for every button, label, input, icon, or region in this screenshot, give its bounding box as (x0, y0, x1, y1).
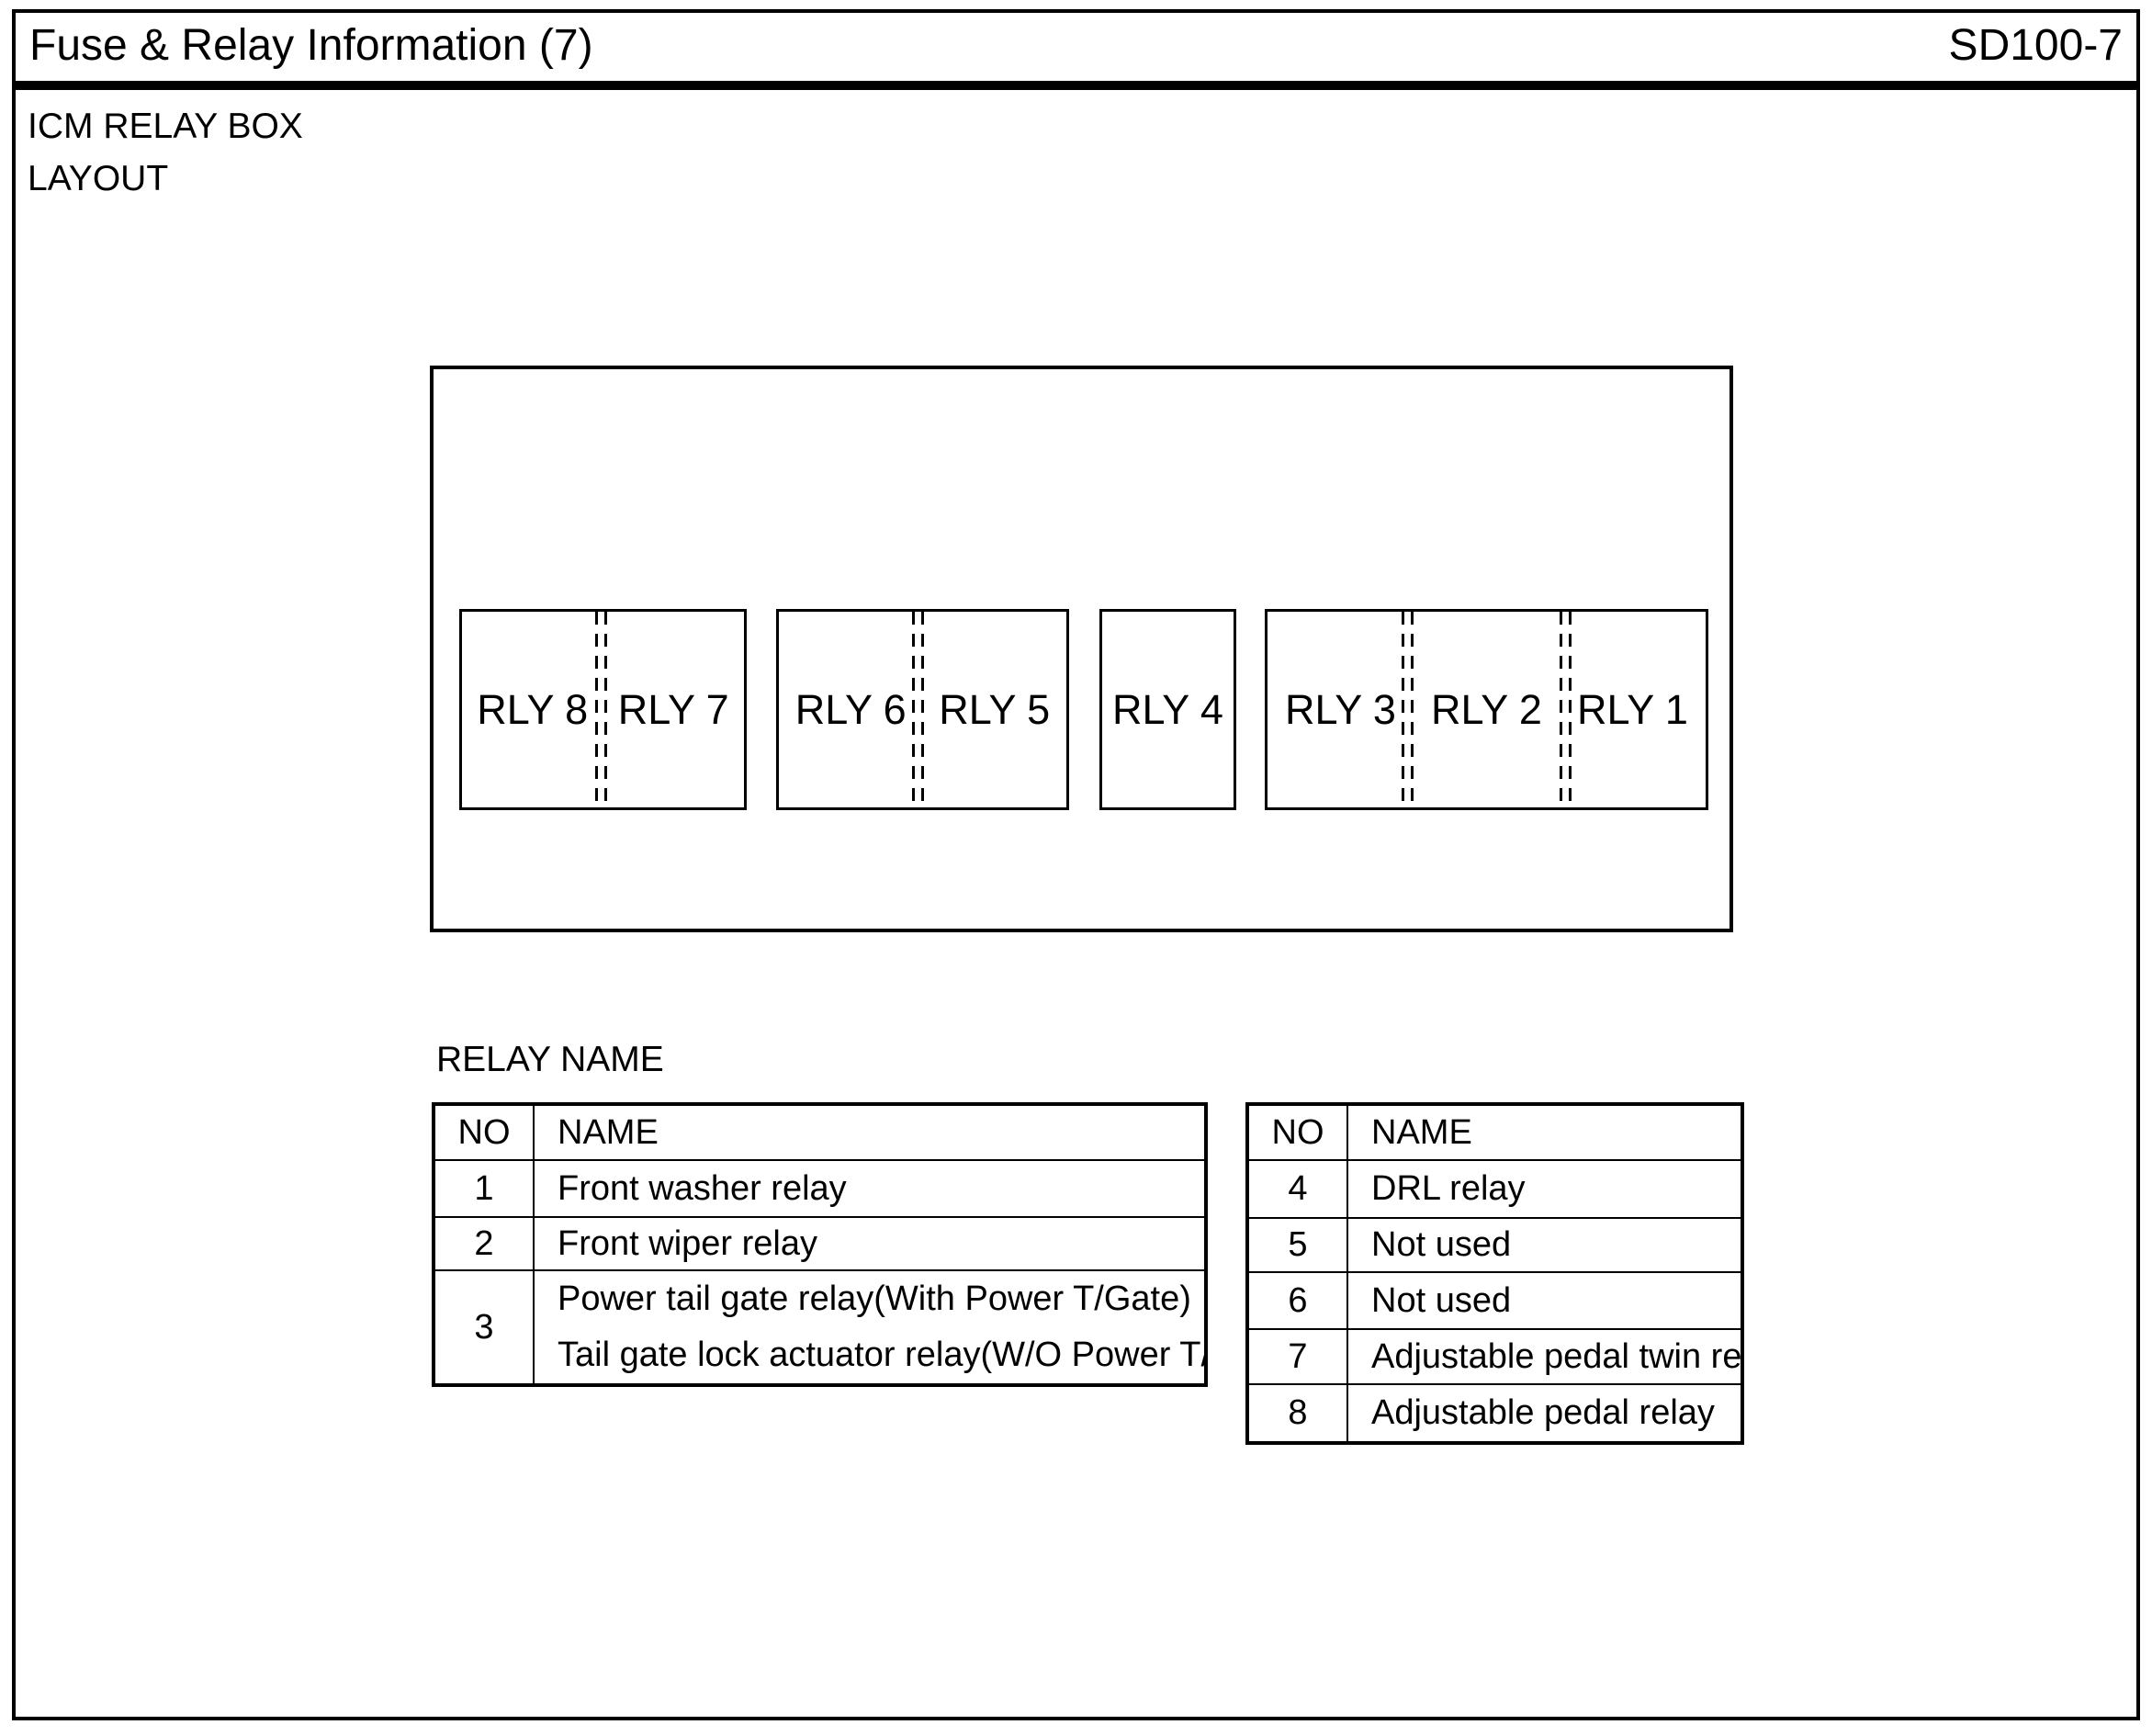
table-cell-no: 4 (1249, 1161, 1348, 1217)
relay-slot-rly3: RLY 3 (1268, 612, 1414, 807)
page-title: Fuse & Relay Information (7) (29, 21, 593, 70)
table-row: 1 Front washer relay (435, 1161, 1204, 1218)
relay-slot-label: RLY 5 (939, 685, 1051, 733)
table-row: 4 DRL relay (1249, 1161, 1741, 1219)
table-cell-name: Front washer relay (558, 1168, 847, 1208)
relay-group-4: RLY 4 (1099, 609, 1236, 810)
page-border (12, 9, 2140, 1720)
relay-slot-label: RLY 4 (1112, 685, 1223, 733)
table-cell-no: 7 (1249, 1330, 1348, 1383)
table-header-row: NO NAME (435, 1106, 1204, 1161)
header-divider (12, 81, 2140, 90)
table-row: 2 Front wiper relay (435, 1218, 1204, 1271)
table-header-no: NO (435, 1106, 535, 1159)
relay-slot-rly4: RLY 4 (1102, 612, 1234, 807)
relay-box-diagram: RLY 8 RLY 7 RLY 6 RLY 5 RLY 4 RLY 3 (430, 366, 1733, 932)
relay-slot-label: RLY 2 (1431, 685, 1542, 733)
table-cell-name-line: Power tail gate relay(With Power T/Gate) (558, 1279, 1191, 1318)
table-header-row: NO NAME (1249, 1106, 1741, 1161)
table-row: 7 Adjustable pedal twin relay (1249, 1330, 1741, 1385)
table-cell-name: Not used (1371, 1225, 1512, 1264)
relay-slot-label: RLY 6 (794, 685, 907, 733)
section-label-line2: LAYOUT (28, 159, 169, 198)
table-header-name: NAME (558, 1112, 659, 1152)
relay-slot-divider (912, 612, 924, 807)
table-cell-name: Adjustable pedal twin relay (1371, 1336, 1741, 1376)
relay-name-table-right: NO NAME 4 DRL relay 5 Not used 6 Not use… (1245, 1102, 1744, 1445)
table-cell-no: 2 (435, 1218, 535, 1269)
relay-slot-divider (1560, 612, 1572, 807)
relay-slot-rly6: RLY 6 (779, 612, 923, 807)
relay-name-table-left: NO NAME 1 Front washer relay 2 Front wip… (432, 1102, 1208, 1387)
table-cell-name: Power tail gate relay(With Power T/Gate)… (535, 1271, 1204, 1383)
table-header-name: NAME (1371, 1112, 1472, 1152)
relay-slot-rly8: RLY 8 (462, 612, 603, 807)
table-header-no: NO (1249, 1106, 1348, 1159)
table-row: 6 Not used (1249, 1273, 1741, 1330)
table-cell-name: Not used (1371, 1280, 1512, 1320)
table-cell-name-line: Tail gate lock actuator relay(W/O Power … (558, 1336, 1204, 1374)
relay-slot-label: RLY 1 (1577, 685, 1688, 733)
relay-slot-label: RLY 3 (1285, 685, 1396, 733)
table-row: 5 Not used (1249, 1219, 1741, 1273)
table-cell-name: DRL relay (1371, 1169, 1526, 1208)
section-label-line1: ICM RELAY BOX (28, 107, 303, 146)
table-cell-no: 6 (1249, 1273, 1348, 1328)
relay-slot-divider (595, 612, 607, 807)
relay-slot-label: RLY 8 (477, 685, 589, 733)
table-cell-no: 1 (435, 1161, 535, 1216)
table-cell-name: Front wiper relay (558, 1223, 817, 1263)
relay-slot-label: RLY 7 (617, 685, 729, 733)
relay-group-3-2-1: RLY 3 RLY 2 RLY 1 (1265, 609, 1708, 810)
relay-slot-rly7: RLY 7 (603, 612, 745, 807)
table-cell-name: Adjustable pedal relay (1371, 1393, 1715, 1432)
page-code: SD100-7 (1948, 21, 2123, 70)
relay-group-6-5: RLY 6 RLY 5 (776, 609, 1069, 810)
relay-slot-rly5: RLY 5 (923, 612, 1067, 807)
table-row: 8 Adjustable pedal relay (1249, 1385, 1741, 1441)
relay-slot-rly1: RLY 1 (1560, 612, 1706, 807)
relay-name-section-title: RELAY NAME (436, 1040, 664, 1079)
table-cell-no: 5 (1249, 1219, 1348, 1271)
relay-slot-rly2: RLY 2 (1414, 612, 1560, 807)
relay-slot-divider (1402, 612, 1414, 807)
table-row: 3 Power tail gate relay(With Power T/Gat… (435, 1271, 1204, 1383)
table-cell-no: 8 (1249, 1385, 1348, 1441)
table-cell-no: 3 (435, 1271, 535, 1383)
relay-group-8-7: RLY 8 RLY 7 (459, 609, 747, 810)
